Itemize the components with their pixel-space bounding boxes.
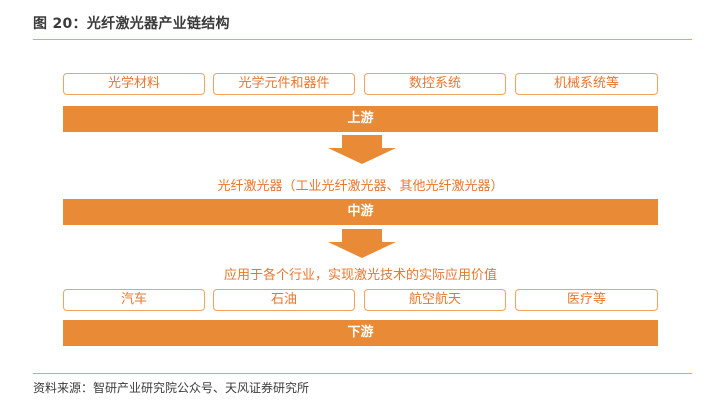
down-arrow-icon — [328, 135, 396, 164]
downstream-item-aerospace: 航空航天 — [364, 289, 506, 311]
downstream-band: 下游 — [63, 320, 658, 346]
downstream-item-automotive: 汽车 — [63, 289, 205, 311]
upstream-item-cnc-systems: 数控系统 — [364, 73, 506, 95]
upstream-item-optical-components: 光学元件和器件 — [213, 73, 355, 95]
figure-title: 图 20：光纤激光器产业链结构 — [33, 16, 230, 32]
footer-divider — [33, 373, 692, 374]
down-arrow-icon — [328, 229, 396, 258]
upstream-band: 上游 — [63, 106, 658, 132]
source-note: 资料来源：智研产业研究院公众号、天风证券研究所 — [33, 381, 310, 395]
upstream-item-mechanical-systems: 机械系统等 — [515, 73, 658, 95]
downstream-item-petroleum: 石油 — [213, 289, 355, 311]
title-divider — [33, 39, 692, 40]
downstream-item-medical: 医疗等 — [515, 289, 658, 311]
upstream-item-optical-materials: 光学材料 — [63, 73, 205, 95]
midstream-band: 中游 — [63, 199, 658, 225]
downstream-description: 应用于各个行业，实现激光技术的实际应用价值 — [223, 268, 497, 283]
midstream-description: 光纤激光器（工业光纤激光器、其他光纤激光器） — [217, 179, 504, 194]
